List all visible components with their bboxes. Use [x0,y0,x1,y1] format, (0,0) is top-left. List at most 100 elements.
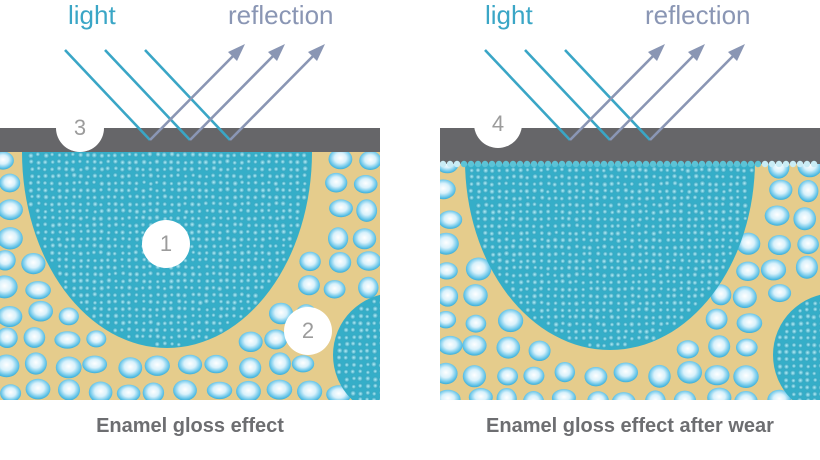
crystal-dot [77,159,83,164]
crystal-dot [202,159,209,166]
crystal-dot [50,222,56,229]
crystal-dot [804,377,811,383]
crystal-dot [609,230,615,237]
crystal-dot [378,377,380,382]
crystal-dot [153,327,160,333]
crystal-dot [204,278,210,284]
crystal-dot [804,384,810,391]
crystal-dot [350,390,357,397]
crystal-dot [742,202,749,209]
crystal-dot [601,343,607,349]
crystal-dot [546,180,552,187]
crystal-dot [197,271,203,278]
crystal-dot [245,299,251,305]
crystal-dot [566,321,573,328]
crystal-dot [29,194,35,199]
crystal-dot [602,251,608,257]
crystal-dot [218,152,225,159]
crystal-dot [560,202,566,209]
crystal-dot [629,237,636,244]
crystal-dot [162,299,168,305]
crystal-dot [43,229,49,235]
crystal-dot [580,293,586,299]
crystal-dot [281,243,286,248]
crystal-dot [588,279,594,285]
crystal-dot [727,215,734,222]
crystal-dot [636,195,643,202]
wear-bump [474,160,482,168]
crystal-dot [204,307,210,313]
crystal-dot [664,180,670,187]
crystal [299,251,321,272]
crystal-dot [168,215,174,221]
crystal-dot [183,299,188,305]
crystal-dot [98,279,105,285]
crystal-dot [503,236,510,243]
crystal-dot [252,299,259,306]
crystal-dot [622,334,628,340]
crystal-dot [294,159,301,166]
crystal-dot [665,237,671,243]
crystal-dot [728,195,735,201]
wear-bump [789,160,797,168]
crystal-dot [706,258,712,264]
crystal-dot [693,258,699,265]
crystal-dot [260,215,266,221]
crystal-dot [692,244,698,250]
crystal-dot [489,236,495,242]
crystal-dot [203,229,210,236]
wear-bump [537,160,545,168]
crystal-dot [720,243,726,249]
crystal-dot [203,292,210,299]
crystal-dot [57,152,62,158]
crystal [673,390,696,400]
crystal-dot [629,188,636,195]
crystal-dot [127,208,133,214]
crystal-dot [49,152,55,157]
crystal-dot [643,286,650,293]
crystal-dot [693,216,699,223]
crystal-dot [267,243,273,249]
crystal-dot [615,272,621,279]
crystal-dot [594,271,601,278]
crystal-dot [545,208,551,215]
crystal-dot [42,180,48,186]
crystal-dot [84,285,90,291]
crystal-dot [113,306,119,312]
wear-bump [558,160,566,168]
crystal-dot [538,174,544,180]
crystal-dot [266,158,272,165]
crystal-dot [699,279,705,285]
crystal-dot [713,181,719,188]
crystal-dot [510,280,516,285]
crystal-dot [288,181,294,187]
crystal-dot [27,152,34,159]
crystal-dot [196,187,203,194]
crystal-dot [616,251,622,257]
crystal-dot [147,207,153,213]
crystal-dot [71,285,77,292]
crystal-dot [189,179,195,186]
crystal-dot [91,291,98,298]
crystal-dot [594,201,601,208]
crystal [21,253,46,275]
crystal-dot [56,165,62,172]
crystal-dot [580,230,587,236]
crystal-dot [105,319,111,326]
crystal-dot [595,250,601,257]
crystal [25,281,51,300]
crystal-dot [351,362,357,368]
crystal [767,235,791,255]
crystal-dot [651,202,657,208]
crystal-dot [336,347,343,354]
crystal-dot [573,202,580,209]
crystal-dot [302,158,309,165]
crystal-dot [245,194,251,201]
crystal-dot [378,397,380,400]
crystal-dot [532,279,538,286]
crystal-dot [64,187,70,194]
crystal-dot [56,158,62,164]
crystal-dot [516,251,524,258]
crystal-dot [552,236,559,243]
crystal-dot [566,209,573,216]
